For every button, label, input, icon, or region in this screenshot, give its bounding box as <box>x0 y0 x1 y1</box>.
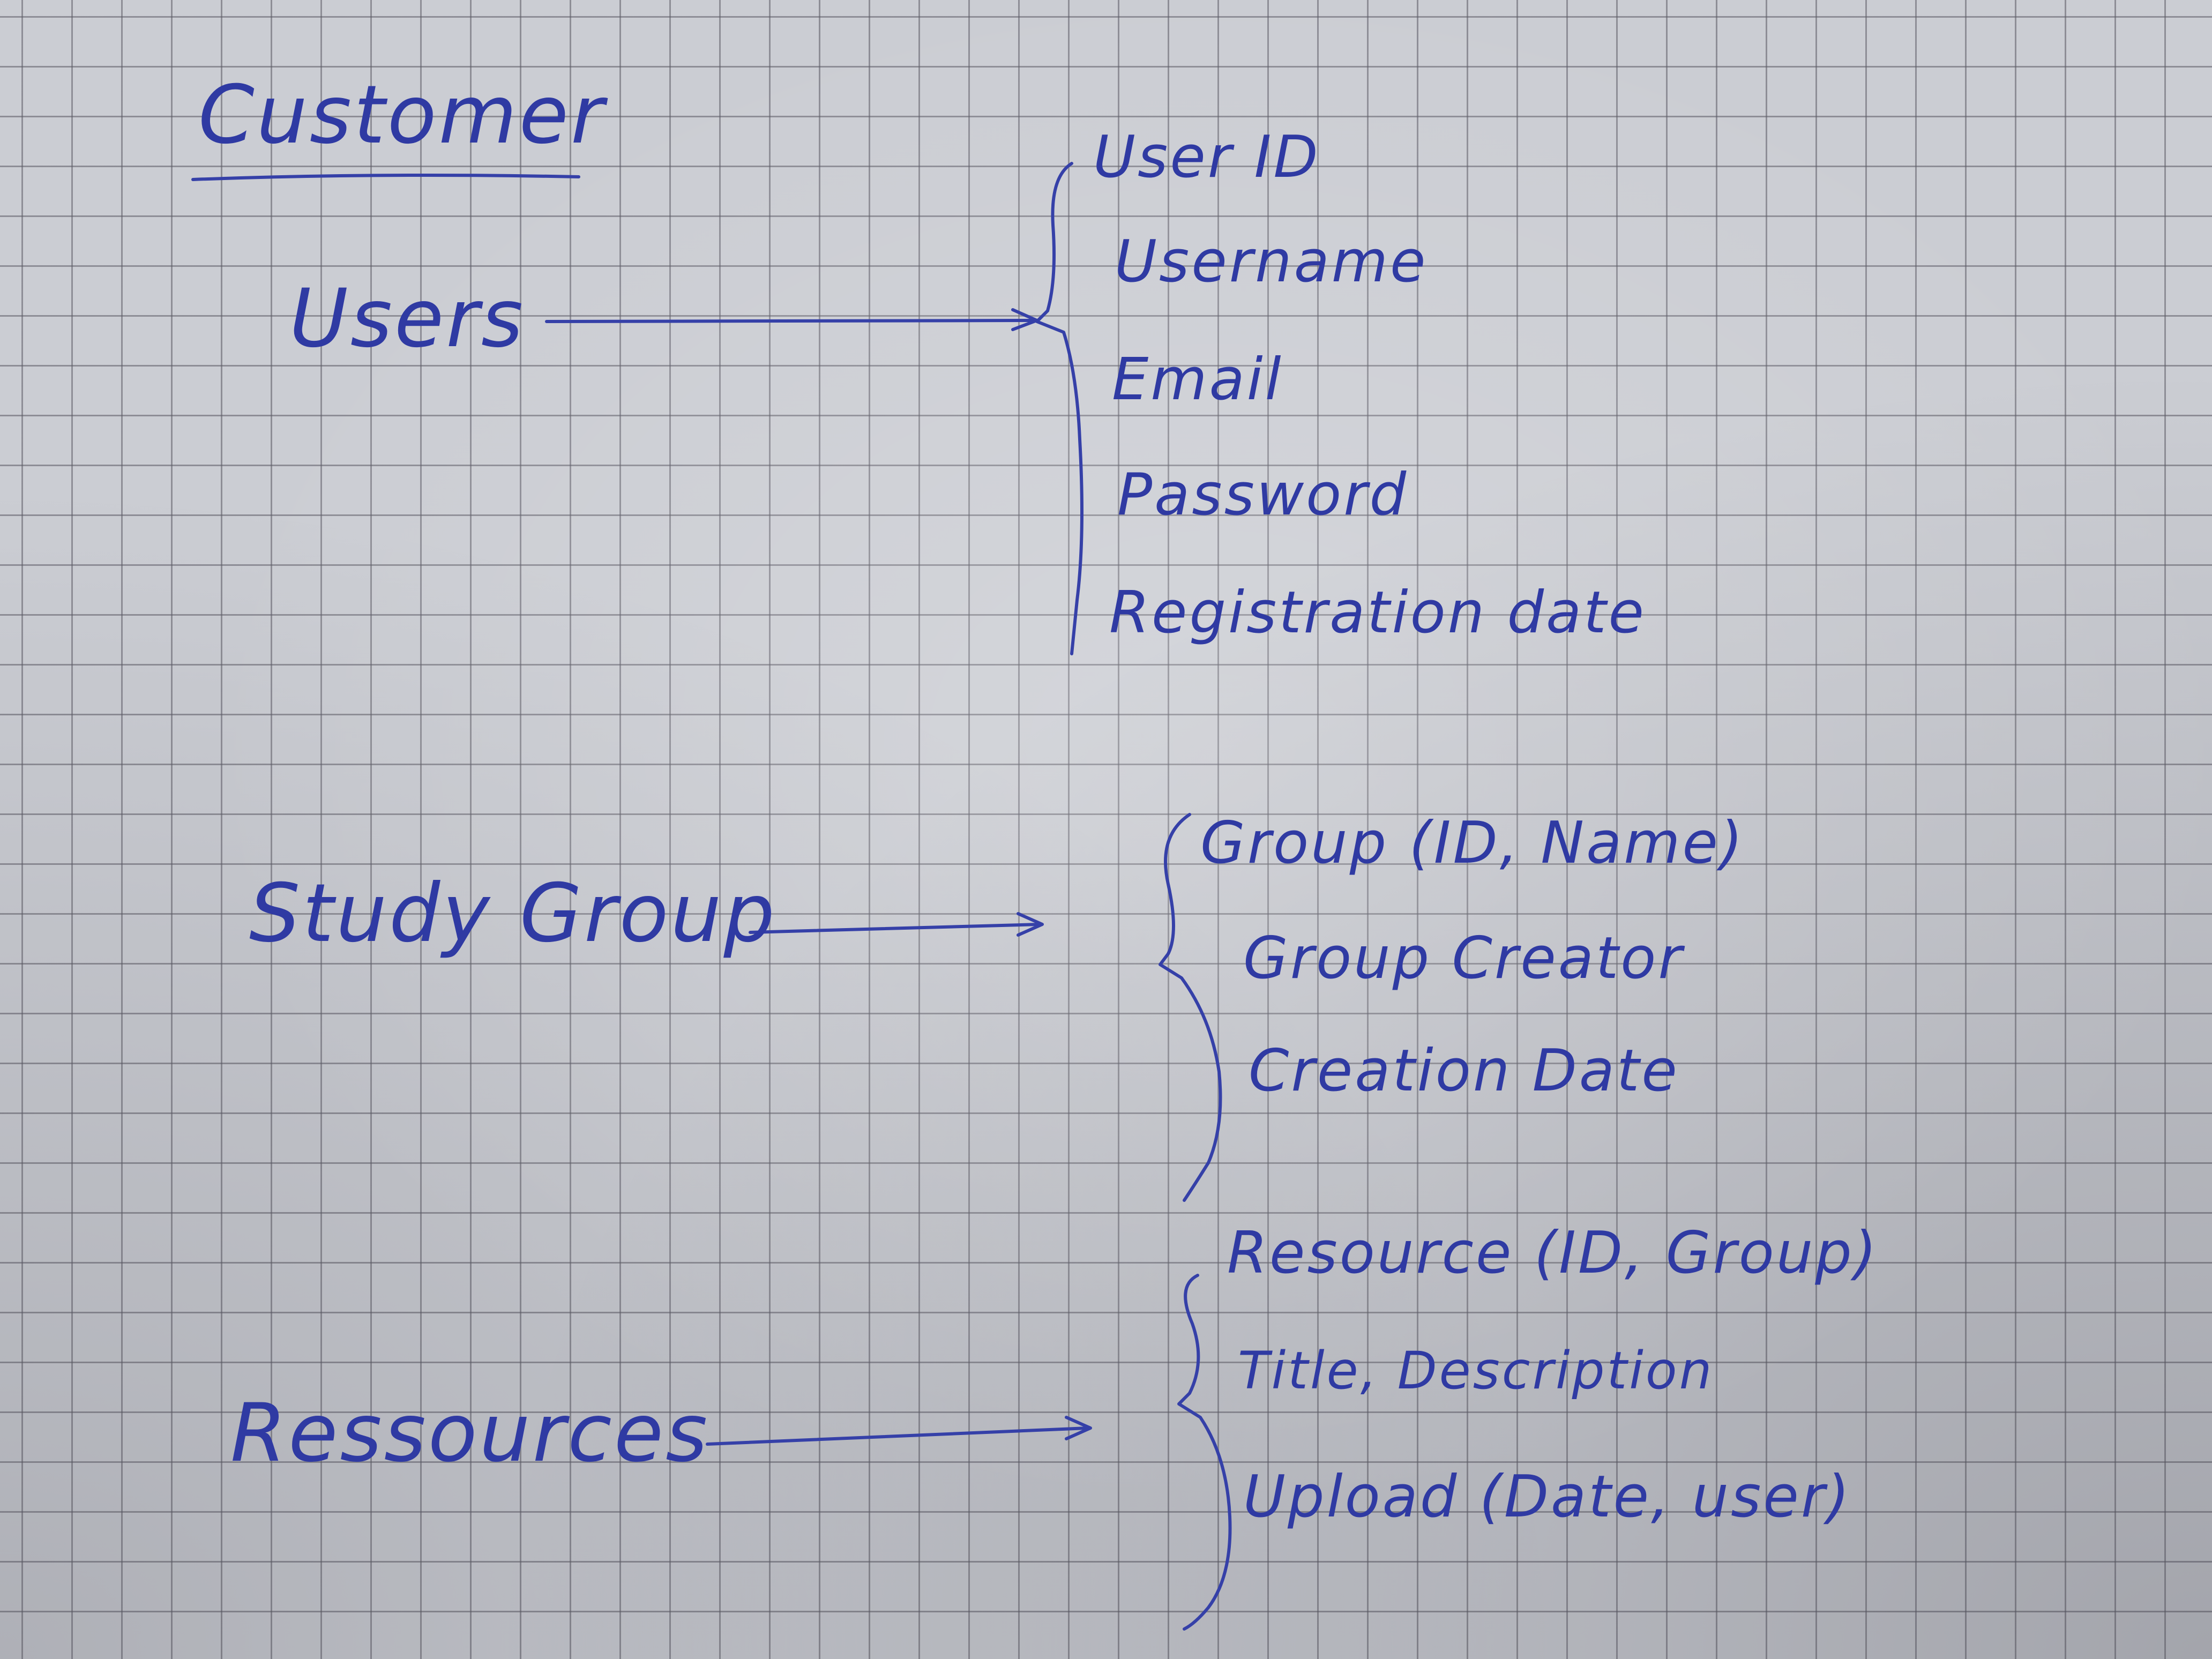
users-attr-email: Email <box>1112 346 1283 413</box>
users-attr-registration-date: Registration date <box>1109 579 1646 646</box>
entity-ressources: Ressources <box>230 1387 710 1480</box>
ressources-brace <box>1177 1274 1232 1631</box>
study-group-attr-group-id-name: Group (ID, Name) <box>1200 810 1745 877</box>
entity-study-group: Study Group <box>249 867 777 960</box>
users-arrow-line <box>545 319 1036 323</box>
ressources-attr-resource-id-group: Resource (ID, Group) <box>1227 1220 1879 1287</box>
users-attr-user-id: User ID <box>1093 124 1320 191</box>
entity-users: Users <box>289 272 526 365</box>
study-group-arrow-line <box>749 923 1041 934</box>
study-group-arrow-head <box>1017 912 1044 937</box>
diagram-title: Customer <box>198 69 606 162</box>
ressources-attr-upload-date-user: Upload (Date, user) <box>1243 1463 1852 1530</box>
users-attr-username: Username <box>1115 228 1428 295</box>
study-group-attr-creation-date: Creation Date <box>1249 1037 1679 1104</box>
ressources-arrow-head <box>1065 1416 1092 1440</box>
study-group-attr-group-creator: Group Creator <box>1243 925 1684 992</box>
title-underline <box>191 173 580 181</box>
users-attr-password: Password <box>1117 461 1409 528</box>
users-brace <box>1035 162 1083 655</box>
study-group-brace <box>1159 813 1222 1202</box>
ressources-attr-title-description: Title, Description <box>1238 1341 1714 1401</box>
ressources-arrow-line <box>706 1426 1089 1446</box>
